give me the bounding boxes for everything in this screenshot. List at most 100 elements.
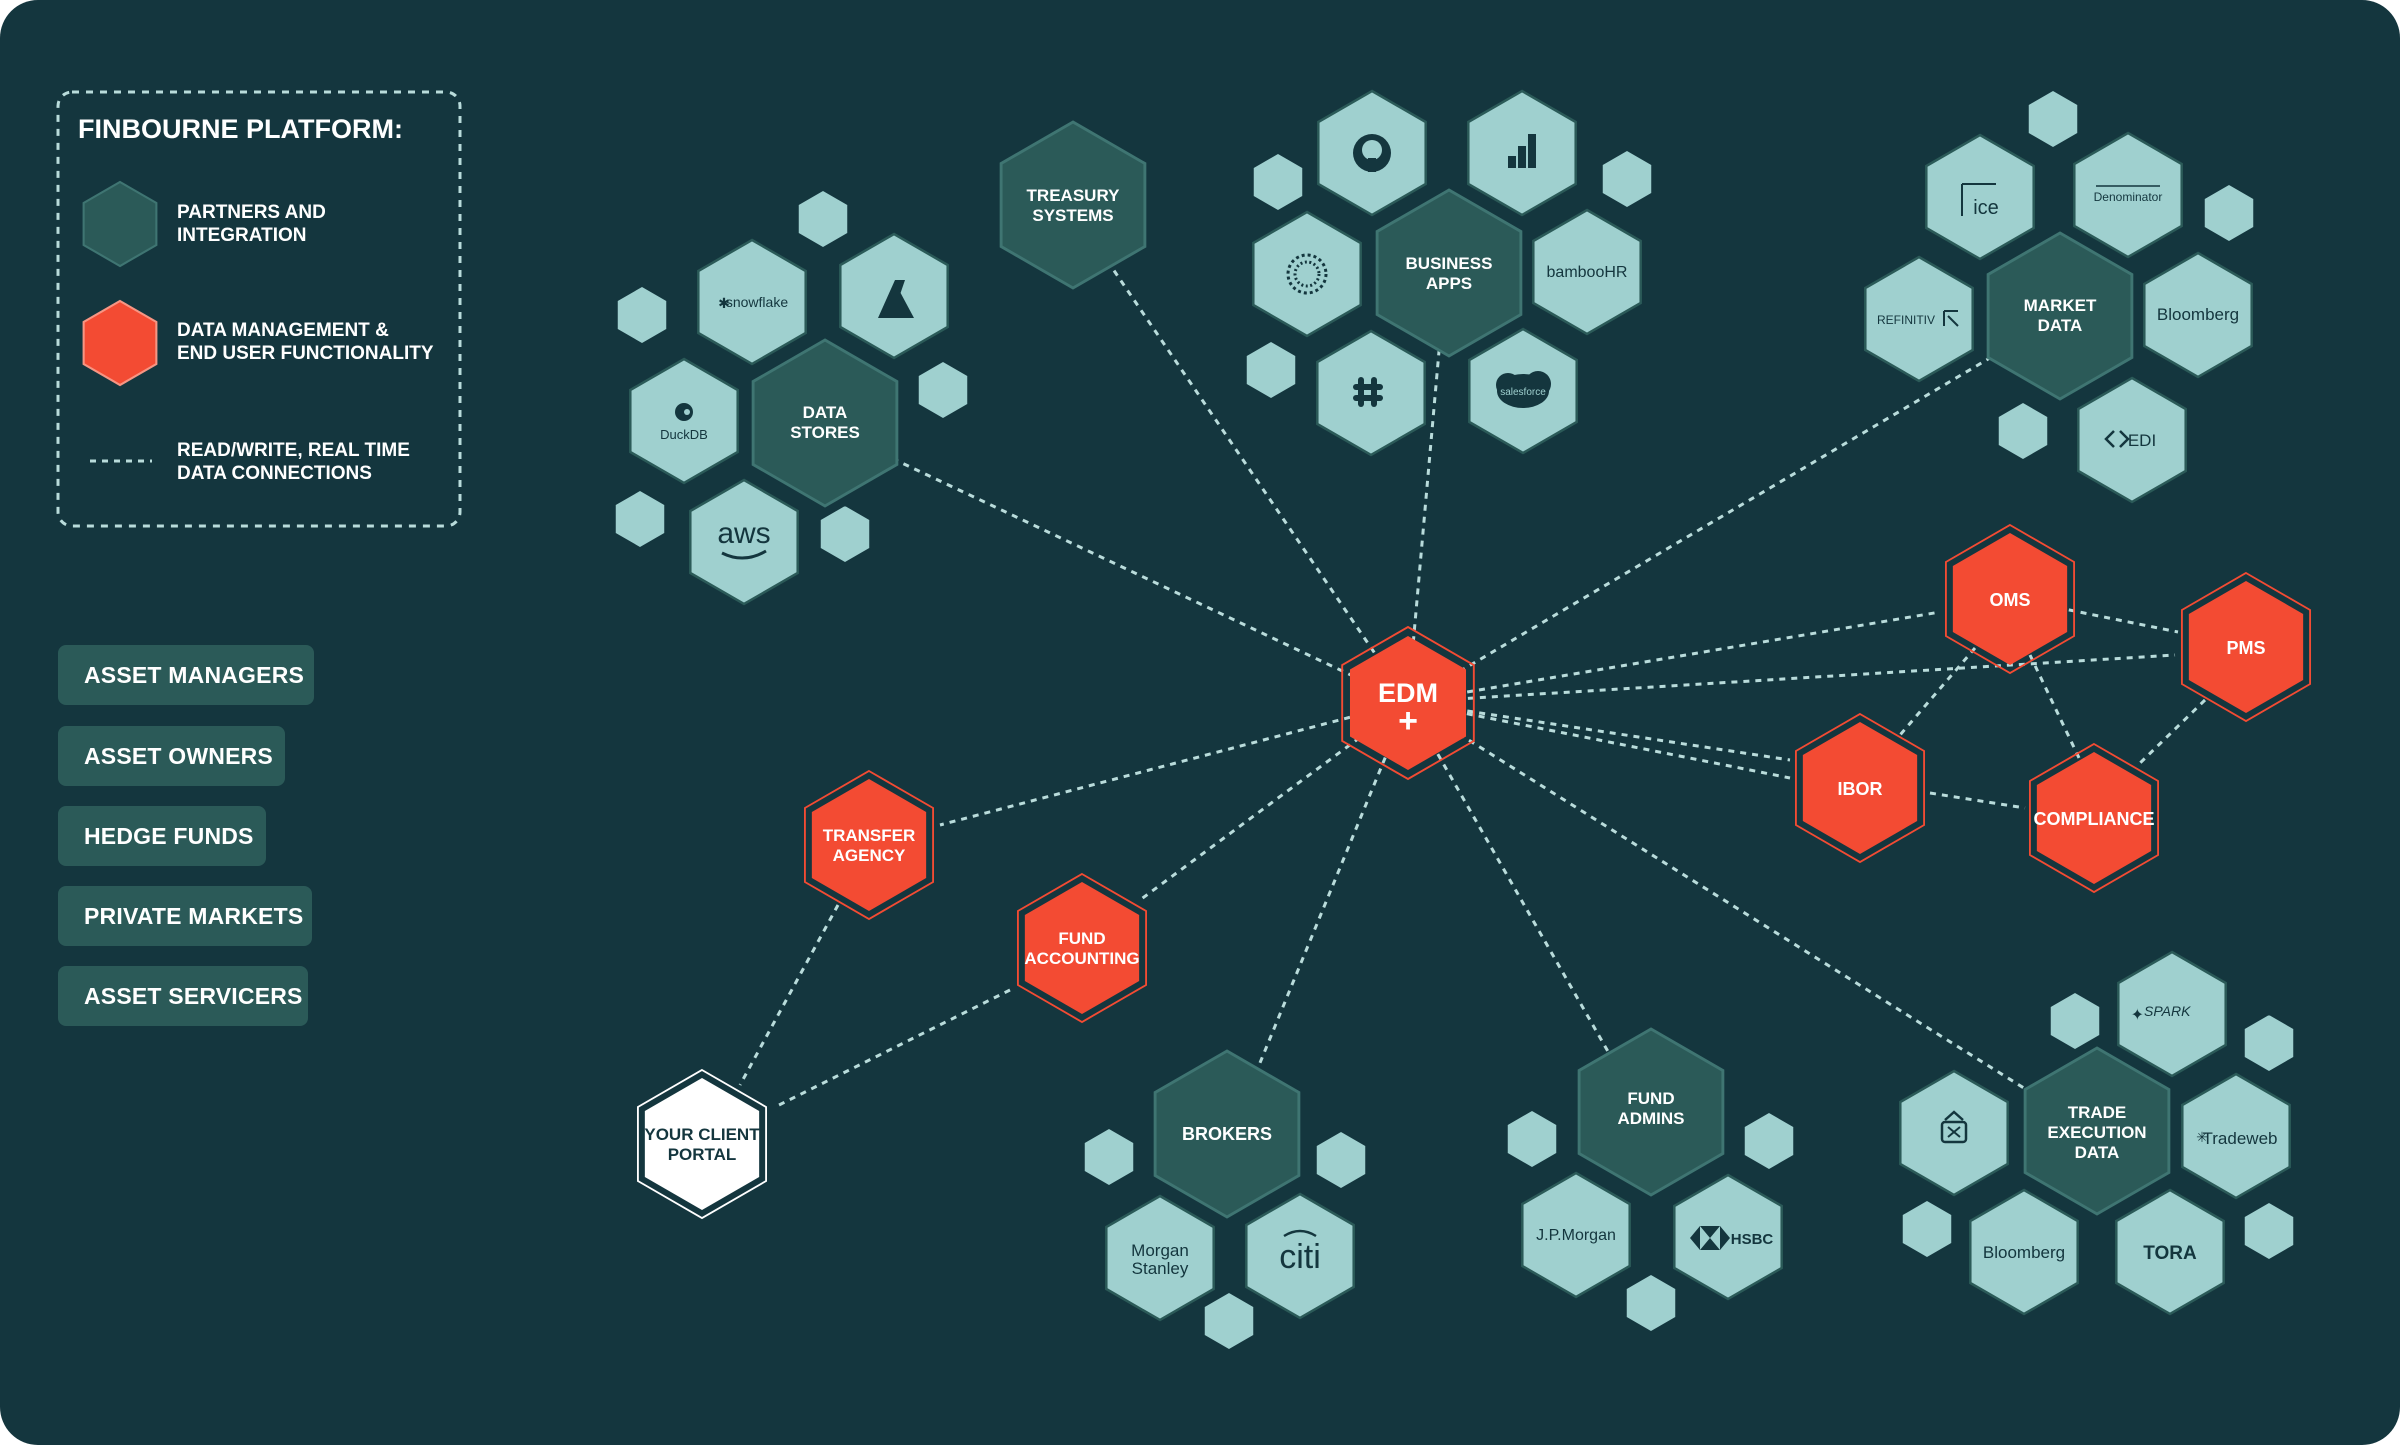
legend-title: FINBOURNE PLATFORM: (78, 114, 403, 144)
legend-partners-line1: PARTNERS AND (177, 202, 326, 223)
line-pms-compliance (2136, 698, 2207, 767)
legend-box (56, 90, 462, 528)
transfer-agency-label-line1: TRANSFER (823, 826, 916, 845)
line-edm-ibor (1407, 700, 1791, 762)
spark-logo: SPARK (2144, 1003, 2191, 1019)
transfer-agency-label-line2: AGENCY (833, 846, 906, 865)
fund-accounting-label-line2: ACCOUNTING (1024, 949, 1139, 968)
trade-execution-label-line3: DATA (2075, 1143, 2120, 1162)
line-edm-ibor-2 (1407, 700, 1791, 780)
line-edm-pms (1407, 653, 2176, 704)
citi-arc-icon (1283, 1229, 1317, 1238)
fund-admins-label-line1: FUND (1627, 1089, 1674, 1108)
line-edm-treasury (1068, 205, 1410, 703)
edm-plus-icon: + (1398, 702, 1418, 740)
business-apps-label-line2: APPS (1426, 274, 1472, 293)
client-portal-label-line1: YOUR CLIENT (644, 1125, 760, 1144)
github-icon (1353, 134, 1391, 172)
sunburst-icon (1286, 253, 1328, 295)
bloomberg2-logo: Bloomberg (1983, 1243, 2065, 1262)
sidebar-item-hedge-funds[interactable]: HEDGE FUNDS (58, 806, 266, 866)
salesforce-logo: salesforce (1500, 387, 1546, 398)
sidebar-item-label: HEDGE FUNDS (84, 822, 254, 849)
denominator-logo: Denominator (2094, 190, 2163, 204)
snowflake-icon: ✱ (718, 295, 730, 311)
edm-label: EDM (1378, 678, 1438, 708)
line-ibor-compliance (1929, 791, 2026, 810)
hsbc-hexagon-icon (1690, 1226, 1730, 1250)
morgan-stanley-logo-line2: Stanley (1132, 1259, 1189, 1278)
line-edm-oms (1407, 610, 1941, 704)
morgan-stanley-logo-line1: Morgan (1131, 1241, 1189, 1260)
edi-logo: EDI (2128, 431, 2156, 450)
legend-data-mgmt-line2: END USER FUNCTIONALITY (177, 343, 434, 364)
slack-icon (1353, 377, 1383, 407)
tora-logo: TORA (2143, 1243, 2197, 1264)
partner-logos: snowflake ✱ DuckDB aws (660, 134, 2277, 1278)
aws-smile-icon (721, 549, 767, 560)
bamboohr-logo: bambooHR (1547, 264, 1628, 281)
legend: FINBOURNE PLATFORM: PARTNERS AND INTEGRA… (56, 90, 462, 528)
tradeweb-spark-icon: ✳ (2196, 1129, 2208, 1145)
legend-data-mgmt-line1: DATA MANAGEMENT & (177, 320, 389, 341)
market-data-label-line2: DATA (2038, 316, 2083, 335)
treasury-label-line1: TREASURY (1027, 186, 1121, 205)
data-stores-label-line1: DATA (803, 403, 848, 422)
refinitiv-logo: REFINITIV (1877, 313, 1935, 327)
ice-logo: ice (1973, 197, 1999, 219)
azure-icon (878, 280, 914, 318)
connection-lines (738, 205, 2207, 1109)
jpmorgan-logo: J.P.Morgan (1536, 1227, 1616, 1244)
line-fund-accounting-portal (774, 988, 1011, 1109)
bloomberg-logo: Bloomberg (2157, 305, 2239, 324)
edi-brackets-icon (2104, 430, 2130, 448)
market-data-label-line1: MARKET (2024, 296, 2097, 315)
data-stores-label-line2: STORES (790, 423, 860, 442)
pms-label: PMS (2226, 638, 2265, 658)
line-oms-compliance (2028, 654, 2082, 761)
client-portal-label-line2: PORTAL (668, 1145, 737, 1164)
ibor-label: IBOR (1838, 779, 1883, 799)
salesforce-icon (1496, 371, 1551, 408)
ice-bracket-icon (1961, 183, 1996, 216)
fund-accounting-label-line1: FUND (1058, 929, 1105, 948)
brokers-label: BROKERS (1182, 1124, 1272, 1144)
compliance-label: COMPLIANCE (2034, 809, 2155, 829)
tradeweb-logo: Tradeweb (2203, 1129, 2278, 1148)
duckdb-logo: DuckDB (660, 427, 708, 442)
bank-crest-icon (1940, 1110, 1968, 1144)
citi-logo: citi (1279, 1238, 1321, 1276)
line-transfer-portal (738, 904, 840, 1086)
fund-admins-label-line2: ADMINS (1617, 1109, 1684, 1128)
business-apps-label-line1: BUSINESS (1406, 254, 1493, 273)
treasury-label-line2: SYSTEMS (1032, 206, 1113, 225)
trade-execution-label-line2: EXECUTION (2047, 1123, 2146, 1142)
legend-connections-line1: READ/WRITE, REAL TIME (177, 440, 410, 461)
line-edm-trade-execution (1407, 700, 2036, 1097)
sidebar-item-label: ASSET OWNERS (84, 742, 273, 769)
sidebar-item-label: ASSET SERVICERS (84, 982, 303, 1009)
spark-star-icon: ✦ (2131, 1007, 2144, 1024)
legend-connections-line2: DATA CONNECTIONS (177, 463, 372, 484)
refinitiv-mark-icon (1943, 310, 1959, 327)
sidebar-item-label: PRIVATE MARKETS (84, 902, 304, 929)
sidebar-item-asset-managers[interactable]: ASSET MANAGERS (58, 645, 314, 705)
duckdb-icon-eye (684, 409, 690, 415)
sidebar-item-asset-owners[interactable]: ASSET OWNERS (58, 726, 285, 786)
hsbc-logo: HSBC (1731, 1231, 1774, 1248)
sidebar-item-private-markets[interactable]: PRIVATE MARKETS (58, 886, 312, 946)
line-edm-fund-admins (1406, 701, 1612, 1056)
line-edm-data-stores (884, 453, 1409, 704)
sidebar-item-asset-servicers[interactable]: ASSET SERVICERS (58, 966, 308, 1026)
line-edm-fund-accounting (1139, 700, 1409, 902)
oms-label: OMS (1989, 590, 2030, 610)
aws-logo: aws (717, 517, 770, 550)
trade-execution-label-line1: TRADE (2068, 1103, 2127, 1122)
chart-bars-icon (1508, 134, 1536, 168)
line-edm-transfer-agency (939, 700, 1409, 827)
snowflake-logo: snowflake (726, 294, 788, 310)
sidebar-item-label: ASSET MANAGERS (84, 661, 305, 688)
